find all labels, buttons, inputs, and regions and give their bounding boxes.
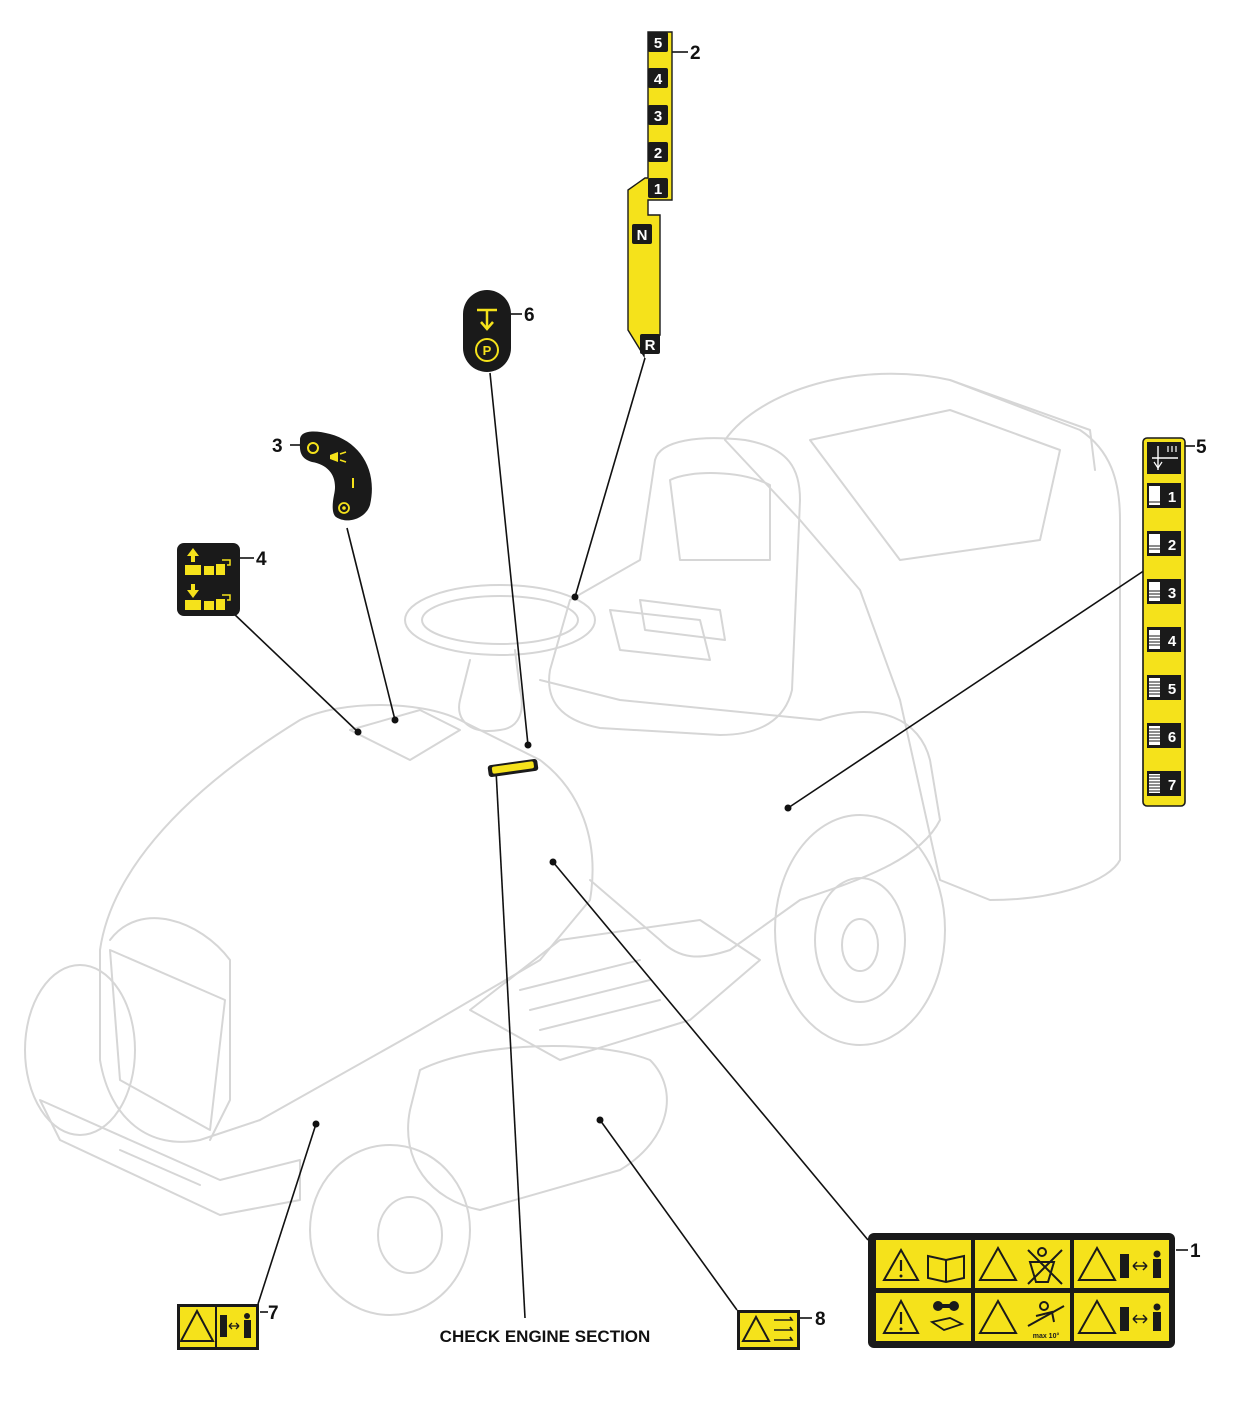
svg-text:5: 5	[654, 35, 662, 52]
gear-label-1: 1	[648, 178, 668, 198]
gear-label-r: R	[640, 334, 660, 354]
svg-text:1: 1	[654, 181, 662, 198]
height-level-5: 5	[1147, 675, 1181, 700]
panel-keep-distance-top	[1074, 1240, 1169, 1288]
leader-4	[231, 611, 359, 733]
callout-6: 6	[524, 305, 535, 326]
leader-4-dot	[354, 728, 362, 736]
slope-limit-text: max 10°	[1033, 1332, 1060, 1340]
gear-label-5: 5	[648, 32, 668, 52]
decal-8-deck-warning	[737, 1310, 800, 1350]
callout-5: 5	[1196, 437, 1207, 458]
leader-1	[552, 861, 869, 1241]
decal-3-ignition	[299, 431, 372, 521]
engine-off-icon	[307, 442, 319, 454]
panel-remove-key	[876, 1293, 971, 1341]
height-level-6: 6	[1147, 723, 1181, 748]
height-level-4: 4	[1147, 627, 1181, 652]
engine-start-icon	[338, 502, 350, 514]
height-level-7: 7	[1147, 771, 1181, 796]
warning-triangle-icon	[882, 1247, 920, 1281]
panel-read-manual	[876, 1240, 971, 1288]
leader-2	[574, 357, 646, 598]
decal-4-deck-lift	[177, 543, 240, 616]
decal-1-safety-warnings: max 10°	[868, 1233, 1175, 1348]
decal-6-parking-brake: P	[463, 290, 511, 372]
leader-lines	[231, 51, 1195, 1319]
svg-text:4: 4	[654, 71, 663, 88]
callout-7: 7	[268, 1303, 279, 1324]
gear-label-n: N	[632, 224, 652, 244]
decal-2-gear-strip: 5 4 3 2 1 N R	[627, 31, 673, 359]
lights-icon	[330, 451, 347, 463]
height-level-1: 1	[1147, 483, 1181, 508]
keep-distance-icon	[220, 1313, 251, 1338]
svg-text:5: 5	[1168, 681, 1176, 698]
panel-thrown-objects	[975, 1240, 1070, 1288]
svg-text:R: R	[645, 337, 656, 354]
svg-text:3: 3	[654, 108, 662, 125]
rotation-arrows-icon	[774, 1316, 794, 1341]
callout-3: 3	[272, 436, 283, 457]
mower-outline	[24, 372, 1121, 1316]
svg-text:2: 2	[1168, 537, 1176, 554]
panel-slope-warning: max 10°	[975, 1293, 1169, 1341]
parking-brake-icon: P	[475, 338, 499, 362]
keep-distance-icon	[1120, 1303, 1161, 1331]
deck-lift-up-icon	[185, 548, 231, 575]
keep-distance-icon	[1120, 1250, 1161, 1278]
warning-triangle-icon	[1077, 1245, 1117, 1281]
svg-text:4: 4	[1168, 633, 1177, 650]
leader-8-dot	[596, 1116, 604, 1124]
slope-icon	[1027, 1301, 1065, 1327]
height-level-2: 2	[1147, 531, 1181, 556]
brake-arrow-icon	[477, 308, 497, 331]
deck-lift-down-icon	[185, 584, 231, 610]
remove-key-icon	[929, 1301, 965, 1331]
leader-7	[257, 1123, 317, 1305]
thrown-objects-icon	[1027, 1247, 1063, 1285]
leader-7-dot	[312, 1120, 320, 1128]
callout-numbers: 1 2 3 4 5 6 7 8	[256, 43, 1207, 1330]
callout-1: 1	[1190, 1241, 1201, 1262]
leader-engine	[495, 769, 526, 1319]
svg-text:N: N	[637, 227, 648, 244]
leader-5-dot	[784, 804, 792, 812]
callout-2: 2	[690, 43, 701, 64]
leader-8	[599, 1119, 738, 1311]
callout-8: 8	[815, 1309, 826, 1330]
svg-text:1: 1	[1168, 489, 1176, 506]
warning-triangle-icon	[978, 1245, 1018, 1281]
dashboard-mini-decal	[487, 758, 539, 778]
svg-text:7: 7	[1168, 777, 1176, 794]
check-engine-note: CHECK ENGINE SECTION	[440, 1327, 651, 1346]
leader-5	[787, 569, 1146, 809]
warning-triangle-icon	[179, 1308, 215, 1342]
warning-triangle-icon	[882, 1298, 920, 1334]
leader-3	[346, 527, 396, 721]
leader-6-dot	[524, 741, 532, 749]
gear-label-4: 4	[648, 68, 668, 88]
svg-text:2: 2	[654, 145, 662, 162]
svg-text:P: P	[483, 343, 492, 358]
leader-1-dot	[549, 858, 557, 866]
warning-triangle-icon	[741, 1314, 771, 1342]
callout-4: 4	[256, 549, 267, 570]
leader-2-dot	[571, 593, 579, 601]
gear-label-2: 2	[648, 142, 668, 162]
warning-triangle-icon	[978, 1298, 1018, 1334]
decal-5-cutting-height: 1 2 3 4 5 6	[1142, 437, 1186, 807]
leader-3-dot	[391, 716, 399, 724]
decal-7-deck-warning	[177, 1304, 259, 1350]
leader-6	[489, 372, 529, 746]
height-level-3: 3	[1147, 579, 1181, 604]
read-manual-icon	[927, 1254, 965, 1284]
gear-label-3: 3	[648, 105, 668, 125]
svg-text:3: 3	[1168, 585, 1176, 602]
svg-text:6: 6	[1168, 729, 1176, 746]
height-adjust-icon	[1147, 442, 1181, 474]
warning-triangle-icon	[1077, 1298, 1117, 1334]
